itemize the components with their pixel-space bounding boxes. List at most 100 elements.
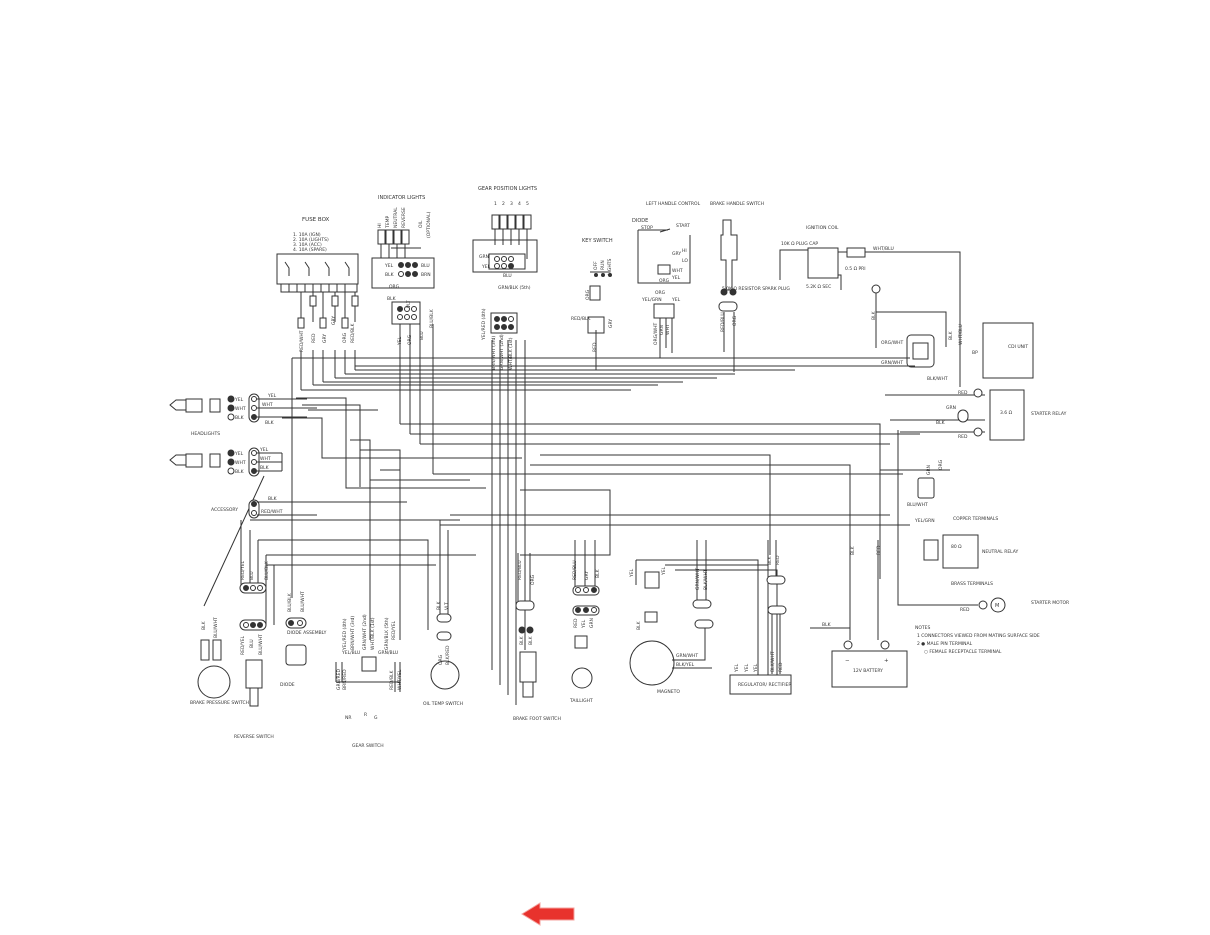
wire-label: GRN/WHT (2nd) bbox=[362, 614, 368, 650]
indicator-lights-title: INDICATOR LIGHTS bbox=[378, 195, 425, 201]
diode-title: DIODE bbox=[280, 682, 295, 688]
battery-minus: − bbox=[845, 658, 850, 664]
wire-label: BLU/WHT bbox=[907, 502, 928, 508]
wire-label: BLK/WHT bbox=[927, 376, 948, 382]
wire-label: BLK/RED bbox=[445, 645, 451, 665]
gear-switch-g: G bbox=[374, 715, 378, 721]
wire-label: YEL bbox=[753, 663, 759, 673]
relays-motor: STARTER RELAY 3.6 Ω RED GRN BLK RED ORG … bbox=[897, 388, 1069, 613]
back-arrow-icon[interactable] bbox=[520, 902, 576, 926]
indicator-label: (OPTIONAL) bbox=[426, 211, 432, 238]
headlights: YEL WHT BLK YEL WHT BLK HEADLIGHTS YEL W… bbox=[169, 393, 317, 607]
wire-label: BLK bbox=[235, 415, 245, 421]
wire-label: BLK bbox=[767, 555, 773, 565]
wire-label: YEL/BLU bbox=[341, 650, 360, 656]
key-switch-title: KEY SWITCH bbox=[582, 238, 613, 244]
gear-light-label: 5 bbox=[526, 201, 529, 207]
indicator-label: HI bbox=[377, 223, 383, 228]
wire-label: GRN bbox=[659, 325, 665, 335]
wire-label: YEL/GRN bbox=[914, 518, 935, 524]
copper-terminals: COPPER TERMINALS bbox=[953, 516, 998, 522]
relay-value: 3.6 Ω bbox=[1000, 410, 1013, 416]
wire-label: YEL/GRN bbox=[641, 297, 662, 303]
gear-switch-r: R bbox=[364, 712, 367, 718]
left-handle-control: LEFT HANDLE CONTROL DIODE STOP START HI … bbox=[632, 201, 701, 345]
wire-label: BLK/WHT bbox=[703, 569, 709, 590]
wire-label: BLU/BLK bbox=[429, 308, 435, 328]
sec-label: 5.2K Ω SEC bbox=[806, 284, 831, 290]
wire-label: ORG bbox=[438, 654, 444, 665]
key-label: LIGHTS bbox=[607, 259, 613, 275]
starter-motor-symbol: M bbox=[995, 603, 999, 609]
wire-label: WHT/BLK (1st) bbox=[370, 617, 376, 650]
indicator-label: OIL bbox=[418, 220, 424, 228]
gear-light-label: 2 bbox=[502, 201, 505, 207]
wire-label: ORG bbox=[655, 290, 666, 296]
wire-label: YEL bbox=[734, 663, 740, 673]
wire-label: GRN/WHT (2nd) bbox=[499, 334, 505, 370]
wire-label: WHT/BLU bbox=[873, 246, 894, 252]
wire-label: BLK bbox=[850, 545, 856, 555]
gear-light-label: 1 bbox=[494, 201, 497, 207]
wire-label: GRN/WHT bbox=[695, 568, 701, 590]
indicator-lights: INDICATOR LIGHTS HI TEMP NEUTRAL REVERSE… bbox=[371, 195, 435, 346]
wire-label: RED/BLU bbox=[572, 560, 578, 580]
wire-label: WHT bbox=[672, 268, 683, 274]
wire-label: BLK bbox=[936, 420, 946, 426]
wire-label: WHT/BLU bbox=[958, 324, 964, 345]
gear-switch-nr: NR bbox=[345, 715, 352, 721]
wire-label: GRY bbox=[608, 319, 614, 328]
wire-label: GRN bbox=[946, 405, 956, 411]
key-label: RUN bbox=[600, 260, 606, 270]
pri-label: 0.5 Ω PRI bbox=[845, 266, 866, 272]
battery-plus: + bbox=[884, 658, 889, 664]
wire-label: YEL bbox=[661, 566, 667, 576]
battery: BLK RED BLK − + 12V BATTERY bbox=[810, 540, 908, 688]
wire-label: RED/YEL bbox=[240, 635, 246, 655]
wire-label: RED bbox=[960, 607, 970, 613]
brake-handle-title: BRAKE HANDLE SWITCH bbox=[710, 201, 764, 207]
wire-label: BLU/BLK bbox=[264, 560, 270, 580]
wire-label: BLU/WHT bbox=[300, 591, 306, 612]
fuse-3: 3. 10A (ACC) bbox=[293, 242, 322, 248]
wire-label: GRN/BLK (5th) bbox=[384, 617, 390, 650]
wire-label: RED/WHT bbox=[261, 509, 283, 515]
indicator-label: NEUTRAL bbox=[393, 207, 399, 228]
headlights-title: HEADLIGHTS bbox=[191, 431, 220, 437]
wire-label: ORG bbox=[585, 289, 591, 300]
wire-label: BLK bbox=[519, 635, 525, 645]
wire-label: BRN/RED bbox=[342, 669, 348, 690]
wire-label: GRN/BLK (5th) bbox=[498, 285, 531, 291]
wire-label: BLK bbox=[822, 622, 832, 628]
lower-left-switches: BLK BLU/WHT BRAKE PRESSURE SWITCH RED/YE… bbox=[190, 520, 403, 749]
fuse-1: 1. 10A (IGN) bbox=[293, 232, 321, 238]
wire-label: BLK bbox=[201, 620, 207, 630]
wire-label: ORG bbox=[732, 315, 738, 326]
wire-label: RED/YEL bbox=[240, 560, 246, 580]
wire-label: RED/WHT bbox=[299, 330, 305, 352]
left-handle-title: LEFT HANDLE CONTROL bbox=[646, 201, 701, 207]
hi-label: HI bbox=[682, 248, 687, 254]
diode-label: DIODE bbox=[632, 218, 648, 224]
wire-label: RED/BLU bbox=[720, 312, 726, 332]
wire-label: BRN/WHT (3rd) bbox=[491, 336, 497, 370]
wire-label: BLK bbox=[948, 330, 954, 340]
start-label: START bbox=[676, 223, 690, 229]
note-item: ○ FEMALE RECEPTACLE TERMINAL bbox=[924, 649, 1002, 655]
wire-label: WHT/YEL bbox=[397, 669, 403, 690]
wire-label: WHT bbox=[260, 456, 271, 462]
wire-label: YEL/RED (4th) bbox=[342, 618, 348, 651]
wire-label: GRY bbox=[322, 334, 328, 343]
taillight-title: TAILLIGHT bbox=[569, 698, 593, 704]
wire-label: YEL/RED (4th) bbox=[481, 308, 487, 341]
gear-light-label: 4 bbox=[518, 201, 521, 207]
gear-position-lights: GEAR POSITION LIGHTS 1 2 3 4 5 GRN YEL B… bbox=[472, 186, 538, 370]
wire-label: RED bbox=[592, 342, 598, 352]
notes: NOTES 1 CONNECTORS VIEWED FROM MATING SU… bbox=[915, 625, 1040, 655]
gear-position-lights-title: GEAR POSITION LIGHTS bbox=[478, 186, 537, 192]
wire-label: BLU bbox=[421, 263, 430, 269]
wire-label: YEL bbox=[384, 263, 394, 269]
cdi-unit: ORG/WHT GRN/WHT BLK/WHT BP CDI UNIT bbox=[881, 322, 1034, 382]
wire-label: BRN/WHT (3rd) bbox=[350, 616, 356, 650]
note-item: 2 ● MALE PIN TERMINAL bbox=[917, 641, 973, 647]
